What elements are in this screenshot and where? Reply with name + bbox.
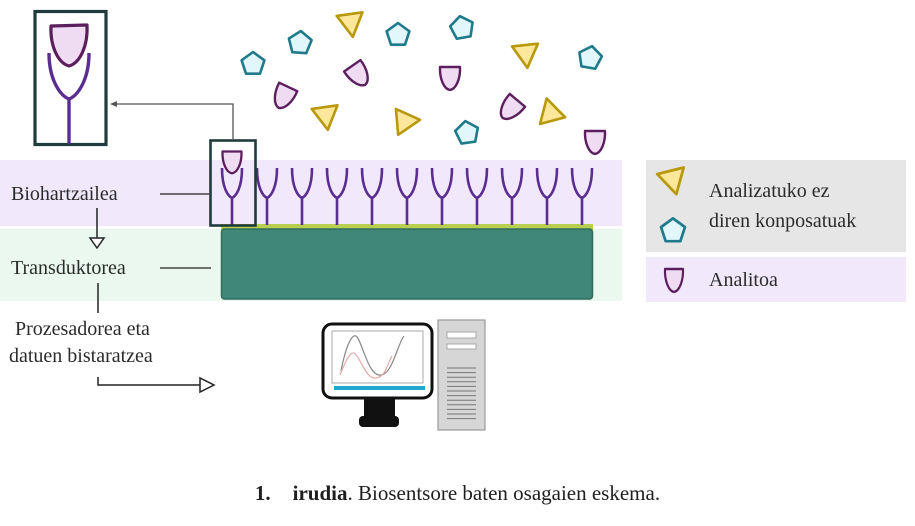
transducer-top-strip <box>221 224 593 230</box>
pentagon-icon <box>286 28 314 55</box>
highlight-box <box>209 139 257 227</box>
screen-curve-red <box>339 352 393 379</box>
pentagon-icon <box>575 42 605 71</box>
monitor-base <box>359 416 399 427</box>
computer-icon <box>321 319 486 431</box>
legend-non-analyte-box <box>646 160 906 252</box>
processor-label-line1: Prozesadorea eta <box>15 318 150 340</box>
tower-vents <box>447 367 476 420</box>
flow-arrow-right-icon <box>199 376 216 394</box>
analyte-icon <box>342 58 375 92</box>
triangle-icon <box>335 10 367 40</box>
triangle-icon <box>532 93 567 126</box>
flow-line-3 <box>97 377 200 386</box>
tower-drive-1 <box>446 331 477 339</box>
zoomed-antibody-icon <box>47 52 91 144</box>
caption-text: . Biosentsore baten osagaien eskema. <box>347 481 661 505</box>
triangle-icon <box>394 105 423 137</box>
legend-non-analyte-line1: Analizatuko ez <box>709 180 830 202</box>
pentagon-icon <box>452 118 481 146</box>
caption-number: 1. <box>254 481 271 505</box>
screen-curve-grey <box>340 335 405 376</box>
pentagon-icon <box>240 50 266 76</box>
pentagon-icon <box>447 12 477 41</box>
figure-caption: 1. irudia. Biosentsore baten osagaien esk… <box>0 481 915 506</box>
arrowhead-icon <box>110 101 117 107</box>
caption-title: irudia <box>292 481 348 505</box>
free-molecules <box>240 10 607 156</box>
bioreceptor-label: Biohartzailea <box>11 183 118 205</box>
zoomed-analyte-icon <box>49 23 89 68</box>
analyte-icon <box>268 81 299 114</box>
legend-non-analyte-line2: diren konposatuak <box>709 210 856 232</box>
transducer-block <box>220 228 594 300</box>
pentagon-icon <box>385 21 411 47</box>
triangle-icon <box>310 103 342 133</box>
triangle-icon <box>510 42 542 71</box>
processor-label-line2: datuen bistaratzea <box>9 345 153 367</box>
biosensor-diagram: Biohartzailea Transduktorea Prozesadorea… <box>0 9 906 431</box>
legend-analyte-label: Analitoa <box>709 269 778 291</box>
flow-arrow-down-icon <box>88 237 106 250</box>
zoom-connector-arrow <box>112 103 234 140</box>
monitor-stand <box>364 398 395 418</box>
tower-drive-2 <box>446 343 477 350</box>
analyte-icon <box>438 65 462 92</box>
screen-bar <box>334 386 425 390</box>
analyte-icon <box>493 92 527 126</box>
analyte-icon <box>583 129 607 156</box>
legend-analyte-box <box>646 257 906 302</box>
transducer-label: Transduktorea <box>11 257 126 279</box>
